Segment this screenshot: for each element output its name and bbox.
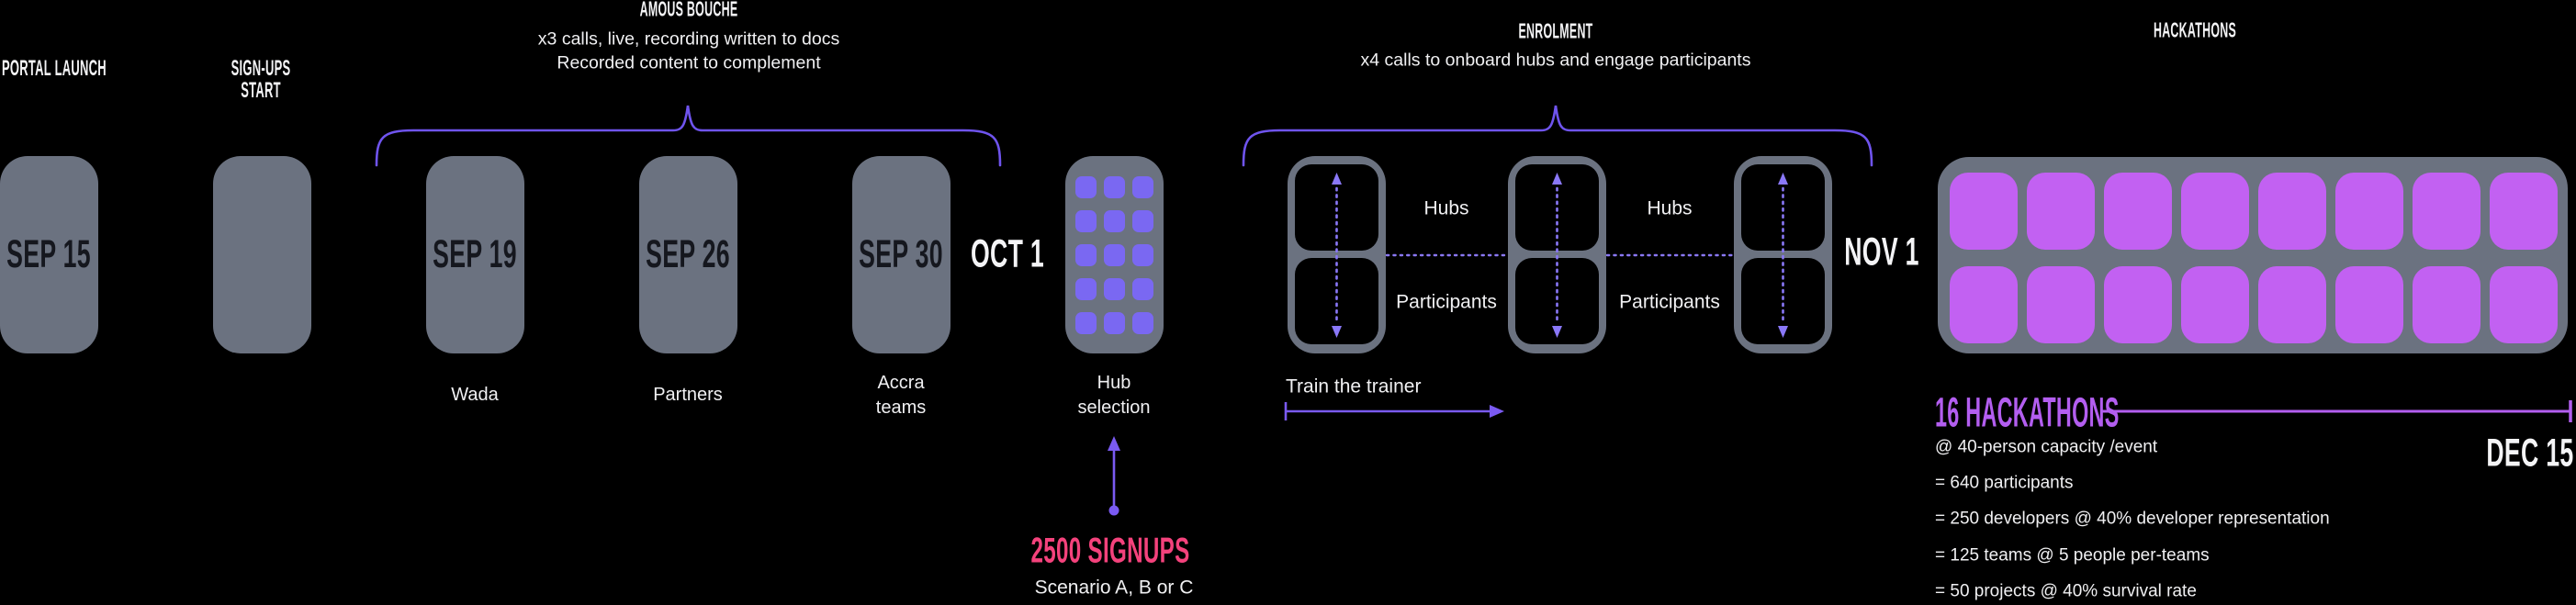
amuse-bouche-brace bbox=[375, 105, 1002, 167]
dec15-date: DEC 15 bbox=[2486, 431, 2574, 476]
train-the-trainer-arrow bbox=[1284, 402, 1504, 420]
signups-headline: 2500 SIGNUPS bbox=[1030, 531, 1190, 571]
hackathon-tile bbox=[2027, 173, 2095, 250]
hackathons-duration-line bbox=[2100, 400, 2572, 422]
hub-grid-square bbox=[1132, 210, 1153, 232]
portal-launch-title: PORTAL LAUNCH bbox=[2, 56, 107, 81]
hub-selection-label-line1: Hub bbox=[1097, 373, 1131, 393]
hackathon-tile bbox=[2335, 266, 2403, 343]
participants-label-1: Participants bbox=[1396, 291, 1497, 313]
milestone-date: SEP 26 bbox=[646, 232, 731, 276]
hackathon-tile bbox=[2104, 173, 2172, 250]
hub-grid-square bbox=[1104, 176, 1125, 198]
hub-grid-square bbox=[1075, 244, 1097, 266]
hackathon-stat-4: = 125 teams @ 5 people per-teams bbox=[1935, 545, 2210, 566]
enrolment-subtitle: x4 calls to onboard hubs and engage part… bbox=[1360, 50, 1751, 71]
hackathon-tile bbox=[2104, 266, 2172, 343]
hackathon-tile bbox=[2413, 173, 2480, 250]
hackathon-tile bbox=[1950, 173, 2018, 250]
hub-grid-square bbox=[1075, 176, 1097, 198]
train-the-trainer-label: Train the trainer bbox=[1286, 375, 1422, 398]
milestone-pill-call-partners: SEP 26 bbox=[639, 156, 737, 353]
hackathons-title: HACKATHONS bbox=[2153, 17, 2237, 42]
participants-label-2: Participants bbox=[1619, 291, 1720, 313]
hub-grid-square bbox=[1104, 244, 1125, 266]
hub-grid-square bbox=[1132, 278, 1153, 300]
hub-grid-square bbox=[1104, 312, 1125, 334]
hackathon-tile bbox=[2258, 266, 2326, 343]
hackathon-tile bbox=[2335, 173, 2403, 250]
hub-grid-square bbox=[1104, 278, 1125, 300]
hub-grid-square bbox=[1132, 312, 1153, 334]
signups-start-title-line2: START bbox=[241, 78, 281, 103]
signups-start-title-line1: SIGN-UPS bbox=[231, 56, 291, 81]
milestone-date: SEP 15 bbox=[6, 232, 92, 276]
signups-scenario: Scenario A, B or C bbox=[1034, 577, 1194, 599]
hackathon-stat-2: = 640 participants bbox=[1935, 473, 2074, 493]
hackathon-tile bbox=[1950, 266, 2018, 343]
signups-arrow bbox=[1108, 436, 1120, 516]
enrolment-title: ENROLMENT bbox=[1518, 18, 1593, 43]
enrolment-flow-arrow-3 bbox=[1778, 173, 1788, 338]
hubs-label-1: Hubs bbox=[1423, 197, 1469, 219]
hub-selection-grid bbox=[1075, 176, 1153, 334]
hackathon-tile bbox=[2490, 173, 2558, 250]
amuse-bouche-subtitle-line2: Recorded content to complement bbox=[557, 52, 821, 73]
hackathon-tile bbox=[2413, 266, 2480, 343]
call-label-wada: Wada bbox=[451, 385, 499, 405]
hackathon-stat-3: = 250 developers @ 40% developer represe… bbox=[1935, 509, 2330, 529]
amuse-bouche-subtitle-line1: x3 calls, live, recording written to doc… bbox=[537, 28, 840, 50]
hub-grid-square bbox=[1132, 244, 1153, 266]
milestone-pill-signups-start bbox=[213, 156, 311, 353]
hackathon-stat-5: = 50 projects @ 40% survival rate bbox=[1935, 581, 2197, 601]
call-label-partners: Partners bbox=[653, 385, 723, 405]
hackathon-tile bbox=[2490, 266, 2558, 343]
call-label-accra-line2: teams bbox=[875, 398, 927, 418]
amuse-bouche-title: AMOUS BOUCHE bbox=[639, 0, 738, 21]
hackathon-block bbox=[1938, 157, 2568, 353]
hub-selection-label-line2: selection bbox=[1077, 398, 1151, 418]
hub-selection-pill bbox=[1065, 156, 1164, 353]
nov1-date: NOV 1 bbox=[1844, 230, 1919, 274]
hackathon-tile bbox=[2027, 266, 2095, 343]
hackathon-tile bbox=[2181, 173, 2249, 250]
hub-grid-square bbox=[1104, 210, 1125, 232]
enrolment-brace bbox=[1242, 105, 1873, 167]
milestone-pill-portal-launch: SEP 15 bbox=[0, 156, 98, 353]
hub-grid-square bbox=[1075, 278, 1097, 300]
milestone-date: SEP 19 bbox=[433, 232, 518, 276]
hackathons-headline: 16 HACKATHONS bbox=[1935, 388, 2120, 436]
milestone-pill-call-wada: SEP 19 bbox=[426, 156, 524, 353]
hub-grid-square bbox=[1132, 176, 1153, 198]
call-label-accra-line1: Accra bbox=[877, 373, 925, 393]
hackathon-tile bbox=[2258, 173, 2326, 250]
hubs-label-2: Hubs bbox=[1647, 197, 1693, 219]
hub-grid-square bbox=[1075, 210, 1097, 232]
hackathon-tile-grid bbox=[1950, 173, 2558, 343]
enrolment-flow-arrow-1 bbox=[1332, 173, 1342, 338]
enrolment-flow-arrow-2 bbox=[1552, 173, 1562, 338]
milestone-pill-call-accra: SEP 30 bbox=[852, 156, 951, 353]
hackathon-tile bbox=[2181, 266, 2249, 343]
milestone-date: SEP 30 bbox=[859, 232, 944, 276]
hackathon-stat-1: @ 40-person capacity /event bbox=[1935, 437, 2158, 457]
oct1-date: OCT 1 bbox=[970, 231, 1045, 276]
hub-grid-square bbox=[1075, 312, 1097, 334]
